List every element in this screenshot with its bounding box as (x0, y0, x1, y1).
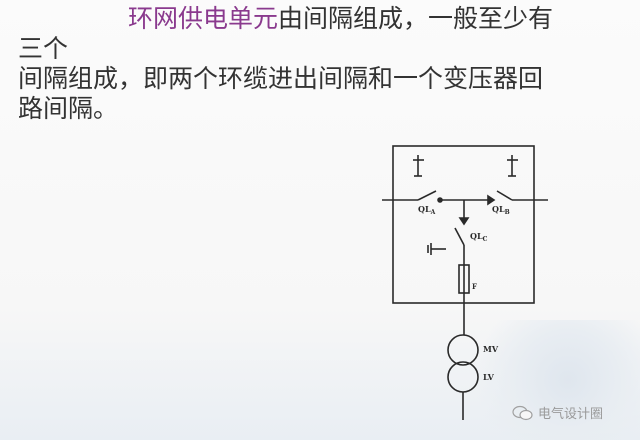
switch-qla (417, 190, 437, 201)
text-line-4: 路间隔。 (18, 94, 119, 123)
switch-qlb (496, 190, 513, 201)
label-qlb: QLB (492, 204, 510, 216)
text-line-1-rest: 由间隔组成，一般至少有 (278, 4, 554, 33)
label-qla: QLA (418, 204, 436, 216)
watermark-label: 电气设计圈 (538, 407, 604, 422)
arrow-qlc (458, 217, 470, 226)
background-decoration (460, 320, 640, 440)
watermark: 电气设计圈 (512, 403, 603, 422)
earth-symbol-a (413, 155, 424, 177)
text-line-3: 间隔组成，即两个环缆进出间隔和一个变压器回 (18, 64, 544, 93)
earth-symbol-c (427, 243, 446, 255)
switch-qlc (454, 227, 465, 246)
text-line-1: 环网供电单元由间隔组成，一般至少有 (18, 4, 628, 34)
label-mv: MV (483, 344, 499, 354)
earth-symbol-b (507, 155, 518, 177)
description-text: 环网供电单元由间隔组成，一般至少有 三个 间隔组成，即两个环缆进出间隔和一个变压… (18, 4, 628, 124)
highlight-term: 环网供电单元 (128, 4, 279, 33)
transformer-lv-winding (447, 361, 479, 393)
transformer-mv-winding (447, 334, 479, 366)
arrow-qlb (487, 194, 496, 206)
wechat-icon (512, 405, 533, 420)
text-line-2: 三个 (18, 34, 69, 63)
label-fuse: F (472, 282, 477, 291)
label-lv: LV (483, 372, 495, 382)
label-qlc: QLC (470, 231, 488, 243)
